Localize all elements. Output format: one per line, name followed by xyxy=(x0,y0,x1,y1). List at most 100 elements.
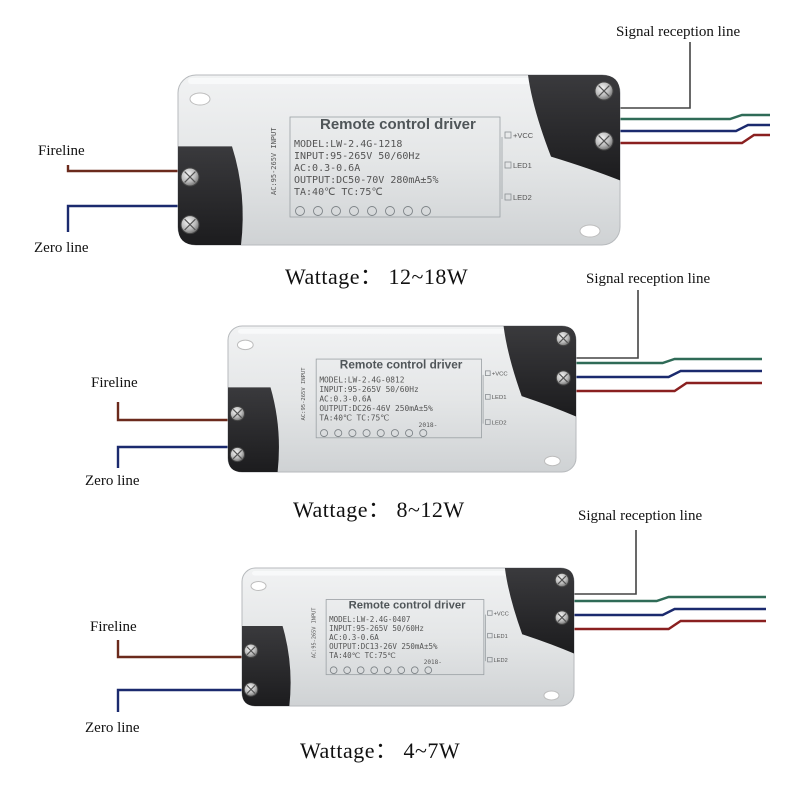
wattage-label: Wattage： 8~12W xyxy=(293,497,465,522)
certification-mark-icon xyxy=(390,429,399,438)
screw-terminal xyxy=(180,215,200,235)
screw-terminal xyxy=(243,643,259,659)
certification-mark-icon xyxy=(320,429,329,438)
screw-terminal xyxy=(594,131,614,151)
screw-terminal xyxy=(180,167,200,187)
zero-wire xyxy=(116,688,262,712)
wires xyxy=(66,42,770,232)
output-wire xyxy=(564,619,766,631)
certification-mark-icon xyxy=(356,666,365,674)
output-wire xyxy=(566,357,762,365)
certification-mark-icon xyxy=(343,666,351,674)
ac-text: AC:0.3-0.6A xyxy=(319,395,371,404)
certification-mark-icon xyxy=(421,206,431,216)
output-text: OUTPUT:DC13-26V 250mA±5% xyxy=(329,642,438,651)
certification-mark-icon xyxy=(334,429,343,438)
output-text: OUTPUT:DC50-70V 280mA±5% xyxy=(294,175,439,186)
pin-label: +VCC xyxy=(494,611,509,617)
fireline-label: Fireline xyxy=(90,619,137,635)
mounting-notch xyxy=(544,455,561,467)
wires xyxy=(116,290,762,468)
certification-mark-icon xyxy=(329,666,338,674)
output-wire xyxy=(566,381,762,393)
pin-box xyxy=(485,394,491,400)
certification-mark-icon xyxy=(424,666,433,674)
output-wire xyxy=(564,607,766,617)
fire-wire xyxy=(116,640,262,659)
led-driver-2: Remote control driverMODEL:LW-2.4G-0812I… xyxy=(116,290,762,473)
label-panel: Remote control driverMODEL:LW-2.4G-0812I… xyxy=(301,358,508,439)
model-text: MODEL:LW-2.4G-0407 xyxy=(329,615,410,624)
certification-mark-icon xyxy=(397,666,406,674)
certification-mark-icon xyxy=(362,429,371,438)
pin-label: LED1 xyxy=(492,395,507,401)
screw-terminal xyxy=(555,370,571,386)
certification-mark-icon xyxy=(331,206,341,216)
certification-mark-icon xyxy=(370,666,379,674)
pin-box xyxy=(485,419,491,425)
wattage-label: Wattage： 12~18W xyxy=(285,264,469,289)
label-panel: Remote control driverMODEL:LW-2.4G-0407I… xyxy=(312,599,509,676)
fire-wire xyxy=(116,402,248,422)
ta-text: TA:40℃ TC:75℃ xyxy=(319,413,389,422)
zero-wire xyxy=(116,445,248,468)
driver-title: Remote control driver xyxy=(349,600,467,612)
output-wire xyxy=(564,595,766,603)
input-text: INPUT:95-265V 50/60Hz xyxy=(329,624,424,633)
ac-text: AC:0.3-0.6A xyxy=(294,163,360,174)
zero-wire xyxy=(66,204,198,232)
pin-box xyxy=(504,161,512,169)
certification-mark-icon xyxy=(383,666,392,674)
screw-terminal xyxy=(229,406,246,422)
driver-case: Remote control driverMODEL:LW-2.4G-1218I… xyxy=(177,74,621,246)
signal-reception-lead xyxy=(564,530,637,595)
input-side-text: AC:95-265V INPUT xyxy=(312,607,318,658)
mounting-notch xyxy=(250,581,267,592)
fireline-label: Fireline xyxy=(91,375,138,391)
output-wire xyxy=(610,133,770,145)
signal-reception-label: Signal reception line xyxy=(578,508,703,524)
zero-line-label: Zero line xyxy=(85,473,140,489)
output-terminal-cap xyxy=(504,568,574,654)
signal-reception-lead xyxy=(610,42,691,109)
output-wire xyxy=(610,113,770,121)
output-terminal-cap xyxy=(503,326,576,417)
mounting-notch xyxy=(579,224,601,238)
pin-box xyxy=(487,610,493,616)
certification-mark-icon xyxy=(410,666,419,674)
model-text: MODEL:LW-2.4G-1218 xyxy=(294,139,402,150)
signal-reception-lead xyxy=(566,290,639,359)
output-text: OUTPUT:DC26-46V 250mA±5% xyxy=(319,404,433,413)
certification-mark-icon xyxy=(385,206,395,216)
output-wire xyxy=(610,123,770,133)
ac-text: AC:0.3-0.6A xyxy=(329,633,379,642)
model-text: MODEL:LW-2.4G-0812 xyxy=(319,376,404,385)
driver-title: Remote control driver xyxy=(340,358,463,372)
pin-label: LED1 xyxy=(494,634,508,640)
pin-label: LED2 xyxy=(492,420,507,426)
fireline-label: Fireline xyxy=(38,143,85,159)
screw-terminal xyxy=(554,572,570,588)
pin-box xyxy=(487,632,493,639)
screw-terminal xyxy=(555,331,571,347)
wires xyxy=(116,530,766,712)
led-driver-3: Remote control driverMODEL:LW-2.4G-0407I… xyxy=(116,530,766,712)
screw-terminal xyxy=(229,446,246,463)
screw-terminal xyxy=(594,81,614,101)
pin-box xyxy=(487,656,493,663)
pin-label: LED2 xyxy=(494,658,508,664)
certification-mark-icon xyxy=(313,206,323,216)
certification-mark-icon xyxy=(295,206,305,216)
certification-mark-icon xyxy=(367,206,377,216)
pin-box xyxy=(485,370,491,377)
screw-terminal xyxy=(243,682,259,697)
date-text: 2018- xyxy=(419,422,438,429)
certification-mark-icon xyxy=(403,206,413,216)
pin-box xyxy=(504,193,512,201)
driver-title: Remote control driver xyxy=(320,116,476,133)
zero-line-label: Zero line xyxy=(85,720,140,736)
output-wire xyxy=(566,369,762,379)
date-text: 2018- xyxy=(424,659,442,666)
pin-label: LED2 xyxy=(513,193,532,202)
